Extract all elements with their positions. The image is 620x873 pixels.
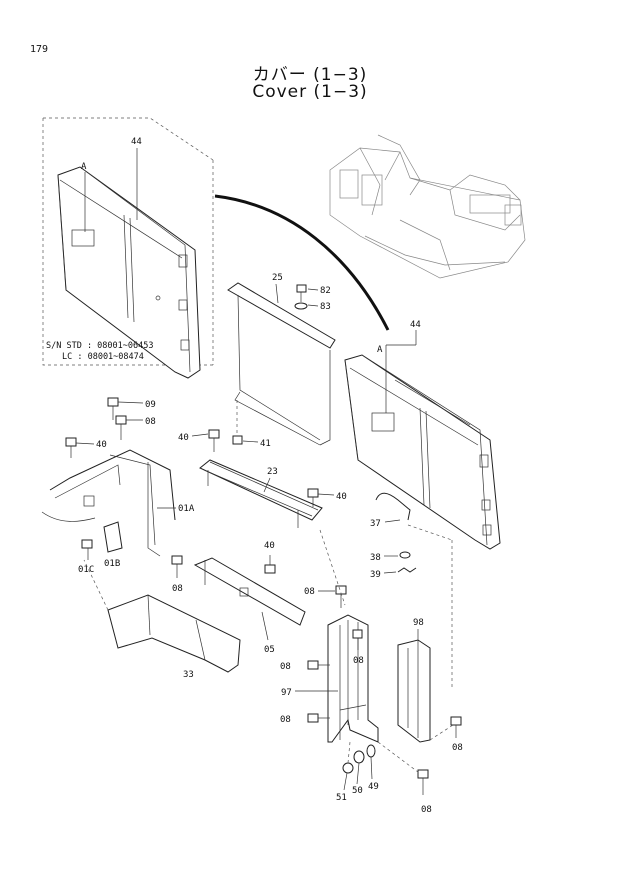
handle-37 bbox=[375, 492, 411, 521]
leader-25 bbox=[275, 283, 279, 304]
label-08-mid-left: 08 bbox=[172, 584, 183, 594]
part-98-bracket bbox=[397, 639, 431, 743]
washer-49 bbox=[366, 744, 376, 758]
bolt-08-bottom bbox=[417, 769, 429, 795]
label-08-top: 08 bbox=[145, 417, 156, 427]
label-08-right: 08 bbox=[452, 743, 463, 753]
bolt-08-upper-right bbox=[335, 585, 347, 608]
pin-39 bbox=[397, 567, 417, 573]
bracket-01A bbox=[49, 449, 176, 557]
bolt-40-lower bbox=[264, 555, 276, 574]
label-40-rail: 40 bbox=[336, 492, 347, 502]
title-english: Cover (1−3) bbox=[252, 82, 368, 102]
part-23-rail bbox=[199, 459, 323, 528]
label-01B: 01B bbox=[104, 559, 120, 569]
page-number: 179 bbox=[30, 44, 49, 55]
bolt-08-on-97 bbox=[352, 629, 363, 650]
label-49: 49 bbox=[368, 782, 379, 792]
bolt-40-rail bbox=[307, 488, 319, 507]
label-08-upper-right: 08 bbox=[304, 587, 315, 597]
label-83: 83 bbox=[320, 302, 331, 312]
bolt-08-left-97 bbox=[307, 660, 330, 670]
washer-50 bbox=[353, 750, 365, 764]
label-33: 33 bbox=[183, 670, 194, 680]
bolt-40-left bbox=[65, 437, 77, 458]
bolt-01C bbox=[81, 539, 93, 549]
label-40-lower: 40 bbox=[264, 541, 275, 551]
bolt-40-mid bbox=[208, 429, 220, 452]
part-33-cover-plate bbox=[107, 594, 241, 673]
label-38: 38 bbox=[370, 553, 381, 563]
inset-side-cover bbox=[57, 166, 201, 379]
bolt-08-mid-left bbox=[171, 555, 183, 578]
hose-line bbox=[41, 511, 96, 522]
excavator-outline bbox=[329, 134, 526, 279]
label-44-inset: 44 bbox=[131, 137, 142, 147]
label-40-left: 40 bbox=[96, 440, 107, 450]
label-08-bottom: 08 bbox=[421, 805, 432, 815]
label-39: 39 bbox=[370, 570, 381, 580]
title-japanese: カバー (1−3) bbox=[252, 65, 368, 85]
label-08-left-97: 08 bbox=[280, 662, 291, 672]
label-09: 09 bbox=[145, 400, 156, 410]
label-82: 82 bbox=[320, 286, 331, 296]
label-01C: 01C bbox=[78, 565, 94, 575]
label-44-main: 44 bbox=[410, 320, 421, 330]
label-98: 98 bbox=[413, 618, 424, 628]
bracket-01B bbox=[103, 521, 123, 553]
indicator-arc bbox=[214, 194, 390, 331]
dash-98-to-bolt bbox=[429, 724, 454, 741]
dash-rail-to-97 bbox=[319, 529, 346, 606]
label-97: 97 bbox=[281, 688, 292, 698]
label-40-mid: 40 bbox=[178, 433, 189, 443]
serial-note-line2: LC : 08001~08474 bbox=[62, 352, 144, 362]
label-37: 37 bbox=[370, 519, 381, 529]
bolt-08-top bbox=[115, 415, 127, 440]
serial-note-line1: S/N STD : 08001~06453 bbox=[46, 341, 153, 351]
label-01A: 01A bbox=[178, 504, 195, 514]
label-A-main: A bbox=[377, 345, 383, 355]
nut-51 bbox=[342, 762, 354, 774]
label-08-on-97: 08 bbox=[353, 656, 364, 666]
label-08-low-left: 08 bbox=[280, 715, 291, 725]
bolt-82 bbox=[296, 284, 307, 302]
washer-83 bbox=[294, 302, 308, 310]
inset-frame bbox=[42, 117, 214, 366]
part-05-stay bbox=[193, 557, 306, 626]
bolt-08-left-97-low bbox=[307, 713, 330, 723]
label-A-inset: A bbox=[81, 162, 87, 172]
label-50: 50 bbox=[352, 786, 363, 796]
bolt-41 bbox=[232, 435, 243, 445]
part-44-side-cover bbox=[344, 354, 501, 550]
label-25: 25 bbox=[272, 273, 283, 283]
dash-cover-to-98 bbox=[407, 524, 453, 541]
label-23: 23 bbox=[267, 467, 278, 477]
label-51: 51 bbox=[336, 793, 347, 803]
part-25-panel bbox=[227, 282, 336, 446]
bolt-08-right bbox=[450, 716, 462, 738]
clip-38 bbox=[399, 551, 411, 559]
label-05: 05 bbox=[264, 645, 275, 655]
label-41: 41 bbox=[260, 439, 271, 449]
